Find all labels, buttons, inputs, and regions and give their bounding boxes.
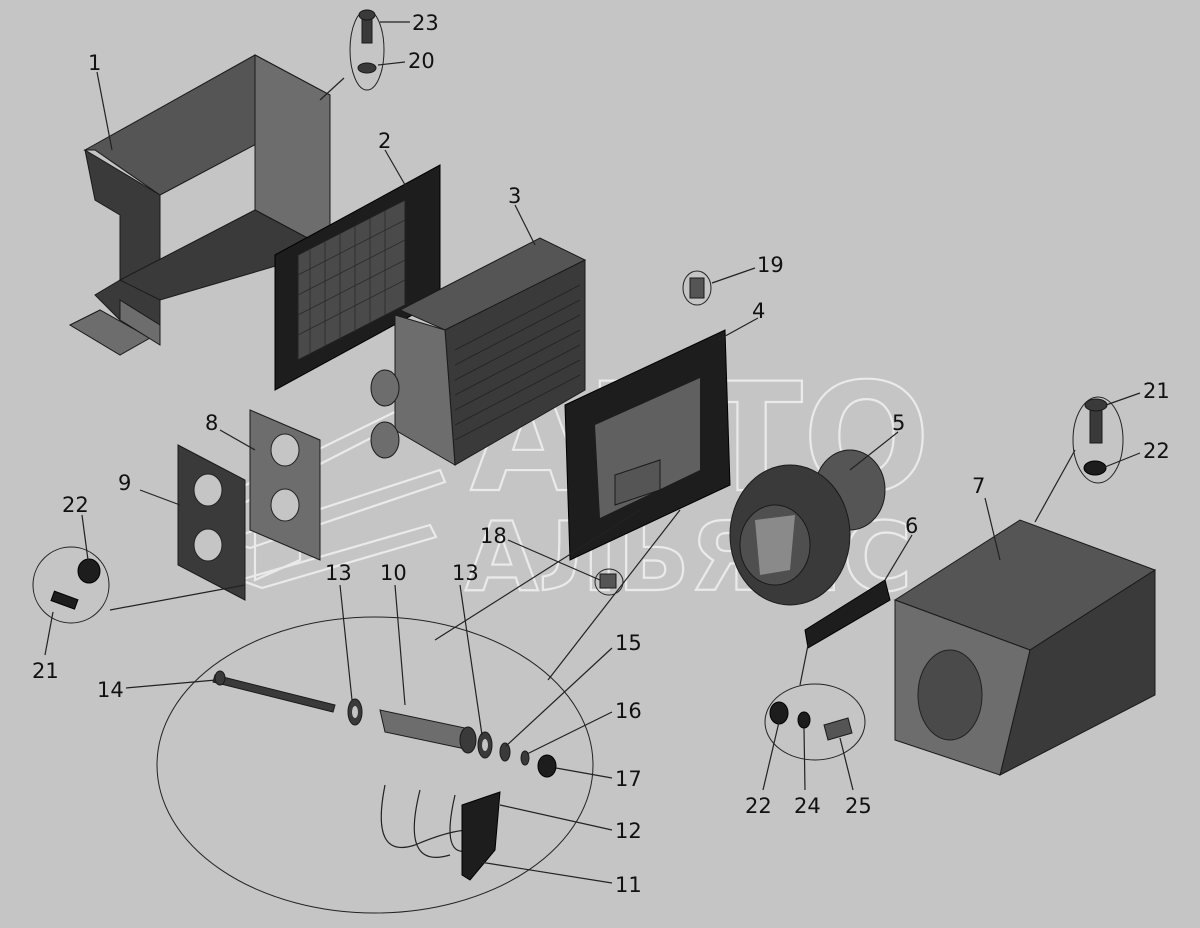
callout-5: 5 xyxy=(892,411,905,435)
callout-7: 7 xyxy=(972,474,985,498)
callout-16: 16 xyxy=(615,699,642,723)
callout-1: 1 xyxy=(88,51,101,75)
part-3-radiator xyxy=(370,237,587,466)
callout-21-right: 21 xyxy=(1143,379,1170,403)
callout-13-right: 13 xyxy=(452,561,479,585)
callout-14: 14 xyxy=(97,678,124,702)
callout-2: 2 xyxy=(378,129,391,153)
callout-9: 9 xyxy=(118,471,131,495)
part-7-housing xyxy=(893,519,1157,776)
callout-17: 17 xyxy=(615,767,642,791)
callout-22-right: 22 xyxy=(1143,439,1170,463)
callout-25: 25 xyxy=(845,794,872,818)
callout-22-bottom: 22 xyxy=(745,794,772,818)
leader-lines xyxy=(44,21,1141,884)
part-4-frame xyxy=(564,329,731,561)
callout-13-left: 13 xyxy=(325,561,352,585)
callout-11: 11 xyxy=(615,873,642,897)
callout-22-left: 22 xyxy=(62,493,89,517)
detail-heater-assembly xyxy=(156,509,681,914)
part-5-fan xyxy=(729,449,886,606)
callout-3: 3 xyxy=(508,184,521,208)
callout-21-left: 21 xyxy=(32,659,59,683)
part-1-bracket xyxy=(68,54,332,356)
fasteners xyxy=(32,9,1124,761)
callout-10: 10 xyxy=(380,561,407,585)
callout-15: 15 xyxy=(615,631,642,655)
callout-24: 24 xyxy=(794,794,821,818)
part-6-plate xyxy=(804,579,891,649)
callout-19: 19 xyxy=(757,253,784,277)
part-9-plate xyxy=(177,444,246,601)
part-8-gasket xyxy=(249,409,321,561)
callout-23: 23 xyxy=(412,11,439,35)
callout-labels: 1 2 3 4 5 6 7 8 9 10 11 12 13 13 14 15 1… xyxy=(32,11,1170,897)
callout-18: 18 xyxy=(480,524,507,548)
callout-8: 8 xyxy=(205,411,218,435)
callout-6: 6 xyxy=(905,514,918,538)
callout-12: 12 xyxy=(615,819,642,843)
callout-4: 4 xyxy=(752,299,765,323)
callout-20: 20 xyxy=(408,49,435,73)
